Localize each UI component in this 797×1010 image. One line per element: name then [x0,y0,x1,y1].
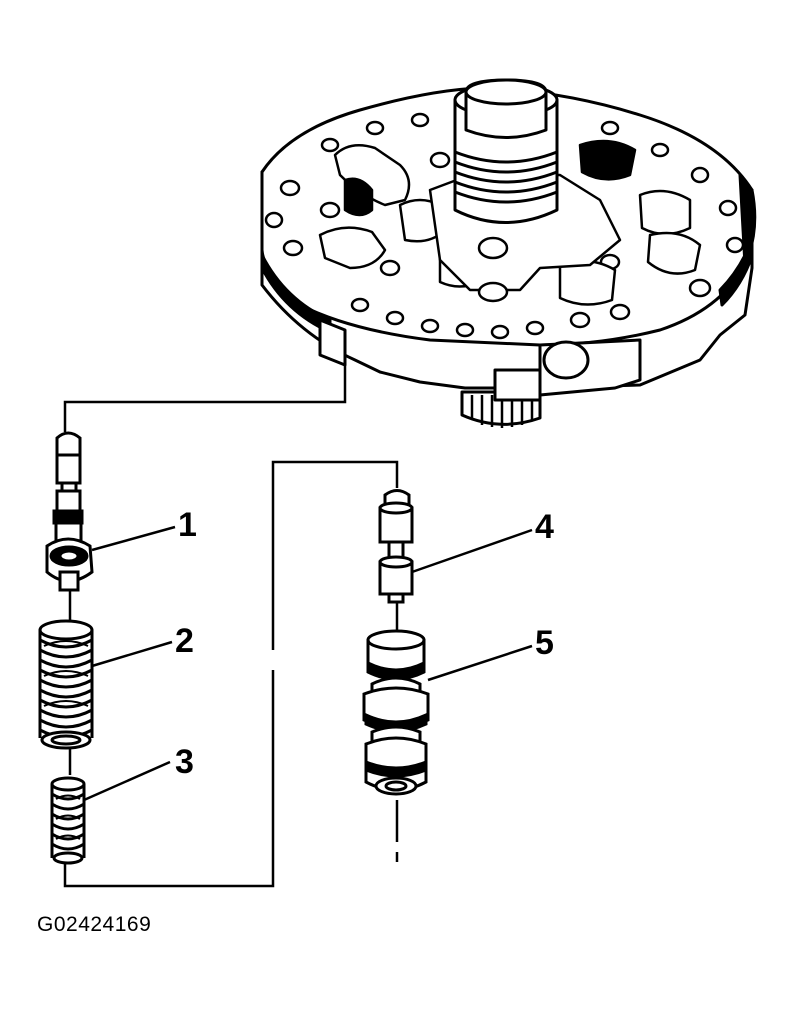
part-1-valve [45,431,94,592]
callout-3: 3 [175,743,194,781]
callout-2: 2 [175,622,194,660]
callout-leaders [83,525,533,802]
figure-id-label: G02424169 [37,913,152,936]
leader-3 [83,760,171,802]
part-2-spring [38,619,94,750]
leader-2 [91,640,173,668]
assembly-lines [63,340,399,888]
callout-1: 1 [178,506,197,544]
leader-1 [91,525,176,552]
part-3-spring [50,776,86,865]
part-5-spool [362,629,430,796]
callout-5: 5 [535,624,554,662]
leader-5 [427,644,533,682]
pump-body-assembly [260,78,757,428]
callout-4: 4 [535,508,554,546]
leader-4 [411,528,533,574]
part-4-plug [378,489,414,604]
